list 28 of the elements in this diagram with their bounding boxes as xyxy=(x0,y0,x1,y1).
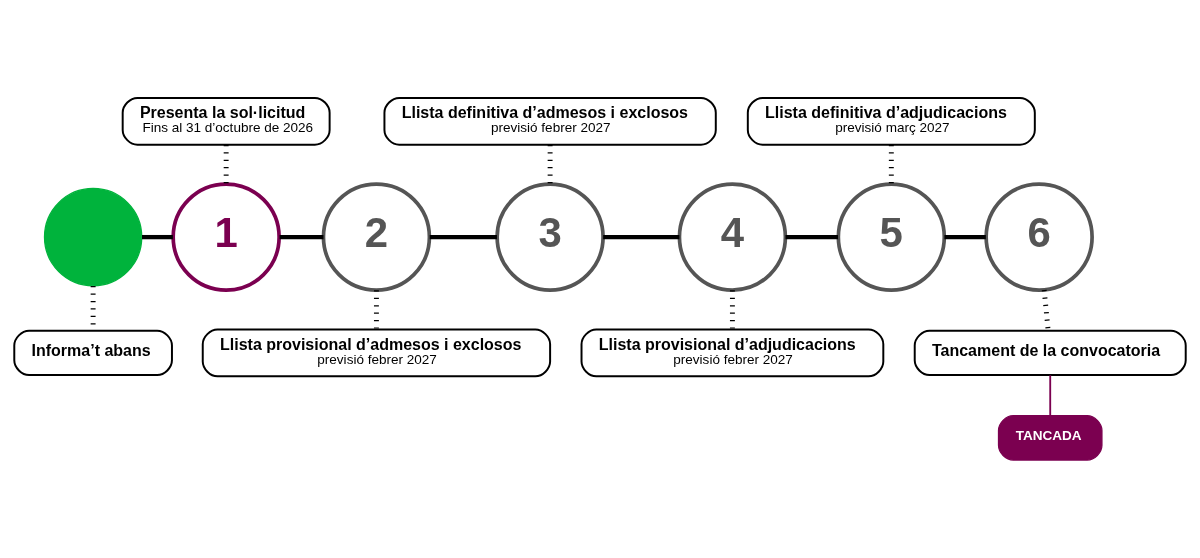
connector xyxy=(944,234,986,240)
node-box: Llista definitiva d’admesos i exclosos previsió febrer 2027 xyxy=(383,96,717,146)
connector xyxy=(547,144,553,184)
node-box: Llista definitiva d’adjudicacions previsió març 2027 xyxy=(746,96,1036,146)
node-box: Presenta la sol·licitud Fins al 31 d’octubre de 2026 xyxy=(121,96,331,146)
node-circle xyxy=(43,187,143,287)
connector xyxy=(429,234,497,240)
node-circle: 5 xyxy=(836,182,947,292)
node-circle: 1 xyxy=(171,182,281,292)
connector xyxy=(785,234,838,240)
connector xyxy=(373,290,379,330)
node-box: Tancament de la convocatoria xyxy=(913,329,1187,377)
node-box: Llista provisional d’adjudicacions previsió febrer 2027 xyxy=(580,328,885,378)
node-box: Llista provisional d’admesos i exclosos previsió febrer 2027 xyxy=(201,328,552,378)
node-box: TANCADA xyxy=(997,415,1103,461)
connector xyxy=(141,234,173,240)
connector xyxy=(729,290,735,330)
connector xyxy=(1049,374,1052,417)
node-circle: 2 xyxy=(321,182,432,292)
node-circle: 3 xyxy=(495,182,605,292)
connector xyxy=(603,234,680,240)
connector xyxy=(279,234,324,240)
connector xyxy=(223,144,229,184)
connector xyxy=(888,144,894,184)
connector xyxy=(1041,289,1051,331)
node-circle: 6 xyxy=(984,182,1094,292)
node-circle: 4 xyxy=(677,182,788,292)
node-box: Informa’t abans xyxy=(13,329,173,377)
